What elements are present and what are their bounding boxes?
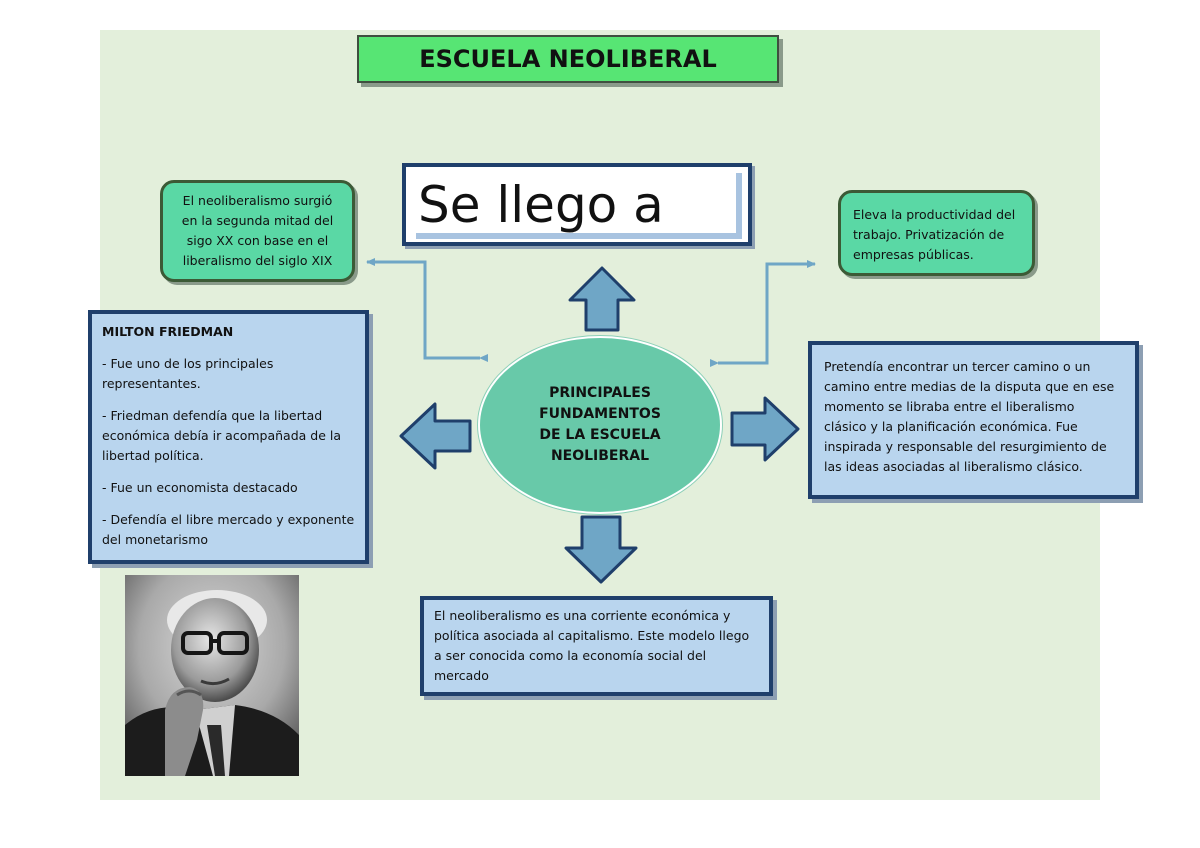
- third-way-box: Pretendía encontrar un tercer camino o u…: [808, 341, 1139, 499]
- central-node-line: FUNDAMENTOS: [539, 406, 661, 422]
- friedman-item-line: - Friedman defendía que la libertad: [102, 408, 323, 423]
- third-way-line: momento se libraba entre el liberalismo: [824, 399, 1075, 414]
- definition-line: mercado: [434, 668, 489, 683]
- large-text-frame: Se llego a: [402, 163, 752, 246]
- central-node: PRINCIPALES FUNDAMENTOS DE LA ESCUELA NE…: [478, 336, 722, 514]
- productivity-line: Eleva la productividad del: [853, 207, 1016, 222]
- productivity-line: empresas públicas.: [853, 247, 974, 262]
- friedman-heading: MILTON FRIEDMAN: [102, 324, 234, 339]
- friedman-item-line: libertad política.: [102, 448, 204, 463]
- third-way-line: las ideas asociadas al liberalismo clási…: [824, 459, 1083, 474]
- friedman-item-line: económica debía ir acompañada de la: [102, 428, 342, 443]
- origin-line: sigo XX con base en el: [186, 233, 329, 248]
- portrait-image: [125, 575, 299, 776]
- friedman-item: - Friedman defendía que la libertad econ…: [102, 406, 355, 466]
- central-node-line: DE LA ESCUELA: [539, 427, 661, 443]
- friedman-box: MILTON FRIEDMAN - Fue uno de los princip…: [88, 310, 369, 564]
- central-node-text: PRINCIPALES FUNDAMENTOS DE LA ESCUELA NE…: [539, 383, 661, 467]
- origin-line: en la segunda mitad del: [181, 213, 334, 228]
- friedman-item-line: del monetarismo: [102, 532, 209, 547]
- definition-line: a ser conocida como la economía social d…: [434, 648, 707, 663]
- origin-line: liberalismo del siglo XIX: [182, 253, 333, 268]
- origin-box: El neoliberalismo surgió en la segunda m…: [160, 180, 355, 282]
- third-way-line: inspirada y responsable del resurgimient…: [824, 439, 1107, 454]
- third-way-line: clásico y la planificación económica. Fu…: [824, 419, 1078, 434]
- third-way-line: Pretendía encontrar un tercer camino o u…: [824, 359, 1091, 374]
- large-text-inner: Se llego a: [416, 173, 742, 239]
- origin-line: El neoliberalismo surgió: [182, 193, 333, 208]
- friedman-item: - Fue un economista destacado: [102, 478, 355, 498]
- central-node-line: NEOLIBERAL: [550, 448, 650, 464]
- friedman-item-line: - Defendía el libre mercado y exponente: [102, 512, 355, 527]
- third-way-line: camino entre medias de la disputa que en…: [824, 379, 1115, 394]
- definition-line: política asociada al capitalismo. Este m…: [434, 628, 750, 643]
- large-text: Se llego a: [418, 176, 664, 234]
- friedman-item-line: - Fue uno de los principales: [102, 356, 274, 371]
- friedman-item-line: representantes.: [102, 376, 201, 391]
- definition-line: El neoliberalismo es una corriente econó…: [434, 608, 731, 623]
- definition-box: El neoliberalismo es una corriente econó…: [420, 596, 773, 696]
- productivity-box: Eleva la productividad del trabajo. Priv…: [838, 190, 1035, 276]
- friedman-item: - Fue uno de los principales representan…: [102, 354, 355, 394]
- productivity-line: trabajo. Privatización de: [853, 227, 1005, 242]
- friedman-item: - Defendía el libre mercado y exponente …: [102, 510, 355, 550]
- diagram-title: ESCUELA NEOLIBERAL: [357, 35, 779, 83]
- diagram-title-text: ESCUELA NEOLIBERAL: [419, 45, 717, 73]
- friedman-item-line: - Fue un economista destacado: [102, 480, 298, 495]
- central-node-line: PRINCIPALES: [549, 385, 651, 401]
- friedman-portrait: [125, 575, 299, 776]
